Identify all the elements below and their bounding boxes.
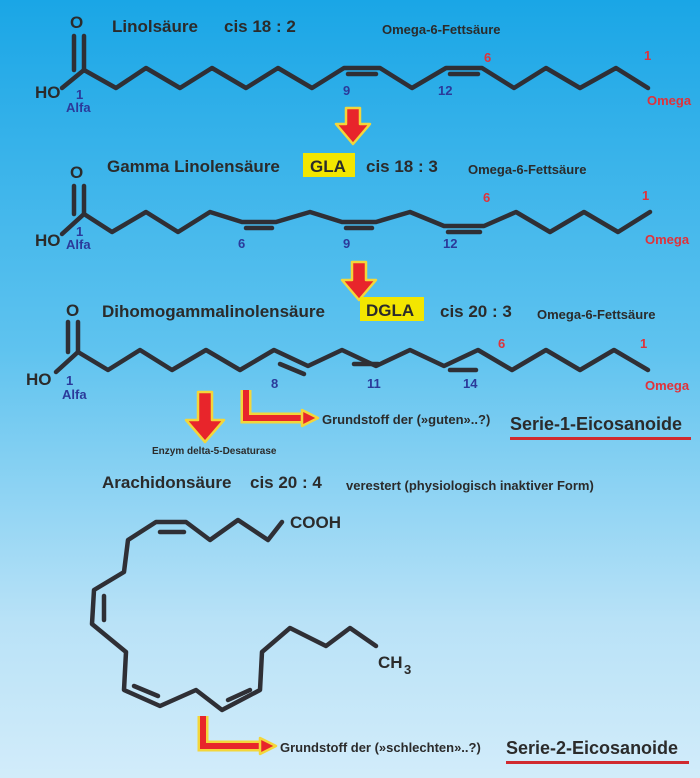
m3-abbr-highlight	[360, 297, 424, 321]
m4-cooh: COOH	[290, 513, 341, 532]
m1-alfa-number: 1	[76, 87, 83, 102]
m1-carbon-chain	[59, 65, 651, 91]
m3-carbon-chain	[53, 347, 651, 375]
serie-2-underline	[506, 761, 689, 764]
serie-1-title: Serie-1-Eicosanoide	[510, 414, 682, 434]
m2-bond-label-12: 12	[443, 236, 457, 251]
m1-alfa: Alfa	[66, 100, 91, 115]
m1-formula: cis 18 : 2	[224, 17, 296, 36]
m3-oxygen: O	[66, 301, 79, 320]
m2-name: Gamma Linolensäure	[107, 157, 280, 176]
m4-formula: cis 20 : 4	[250, 473, 322, 492]
m2-omega-6-label: 6	[483, 190, 490, 205]
m3-omega-6-label: 6	[498, 336, 505, 351]
m2-carbon-chain	[59, 209, 653, 237]
m2-class: Omega-6-Fettsäure	[468, 162, 586, 177]
serie-2-title: Serie-2-Eicosanoide	[506, 738, 678, 758]
m2-bond-label-9: 9	[343, 236, 350, 251]
m1-omega-1-label: 1	[644, 48, 651, 63]
m3-name: Dihomogammalinolensäure	[102, 302, 325, 321]
molecule-linolsaeure: Linolsäure cis 18 : 2 Omega-6-Fettsäure …	[35, 13, 692, 115]
m1-name: Linolsäure	[112, 17, 198, 36]
serie-2-text: Grundstoff der (»schlechten»..?)	[280, 740, 481, 755]
arrow-down-2	[340, 260, 378, 302]
m1-omega-6-label: 6	[484, 50, 491, 65]
arrow-down-enzyme	[184, 390, 226, 444]
m4-double-bond-11	[131, 683, 161, 699]
m3-class: Omega-6-Fettsäure	[537, 307, 655, 322]
m4-ch-subscript: 3	[404, 662, 411, 677]
m3-abbr: DGLA	[366, 301, 414, 320]
m1-omega-label: Omega	[647, 93, 692, 108]
m3-omega-label: Omega	[645, 378, 690, 393]
serie-1-underline	[510, 437, 691, 440]
m3-alfa: Alfa	[62, 387, 87, 402]
m3-alfa-number: 1	[66, 373, 73, 388]
molecule-gla: Gamma Linolensäure GLA cis 18 : 3 Omega-…	[35, 153, 690, 252]
l-arrow-serie-1	[240, 390, 320, 428]
l-arrow-serie-2	[197, 716, 278, 756]
m2-alfa-number: 1	[76, 224, 83, 239]
m1-bond-label-9: 9	[343, 83, 350, 98]
m1-bond-label-12: 12	[438, 83, 452, 98]
m4-double-bond-14	[225, 687, 253, 703]
m2-oxygen: O	[70, 163, 83, 182]
m4-note: verestert (physiologisch inaktiver Form)	[346, 478, 594, 493]
m3-hydroxyl: HO	[26, 370, 52, 389]
m2-hydroxyl: HO	[35, 231, 61, 250]
m2-omega-label: Omega	[645, 232, 690, 247]
molecule-arachidonsaeure: Arachidonsäure cis 20 : 4 verestert (phy…	[89, 473, 594, 713]
m4-carbon-chain	[89, 517, 379, 713]
m3-omega-1-label: 1	[640, 336, 647, 351]
m2-bond-label-6: 6	[238, 236, 245, 251]
m1-oxygen: O	[70, 13, 83, 32]
serie-1-text: Grundstoff der (»guten»..?)	[322, 412, 490, 427]
m3-formula: cis 20 : 3	[440, 302, 512, 321]
m2-abbr-highlight	[303, 153, 355, 177]
m3-bond-label-14: 14	[463, 376, 478, 391]
m2-formula: cis 18 : 3	[366, 157, 438, 176]
m3-bond-label-8: 8	[271, 376, 278, 391]
m3-double-bond-8	[277, 361, 307, 377]
m1-hydroxyl: HO	[35, 83, 61, 102]
m2-abbr: GLA	[310, 157, 346, 176]
m4-ch: CH	[378, 653, 403, 672]
m1-class: Omega-6-Fettsäure	[382, 22, 500, 37]
m3-bond-label-11: 11	[367, 376, 381, 391]
m2-omega-1-label: 1	[642, 188, 649, 203]
arrow-down-1	[334, 106, 372, 146]
m2-alfa: Alfa	[66, 237, 91, 252]
molecule-dgla: Dihomogammalinolensäure DGLA cis 20 : 3 …	[26, 297, 690, 402]
m4-name: Arachidonsäure	[102, 473, 231, 492]
enzyme-label: Enzym delta-5-Desaturase	[152, 446, 277, 457]
